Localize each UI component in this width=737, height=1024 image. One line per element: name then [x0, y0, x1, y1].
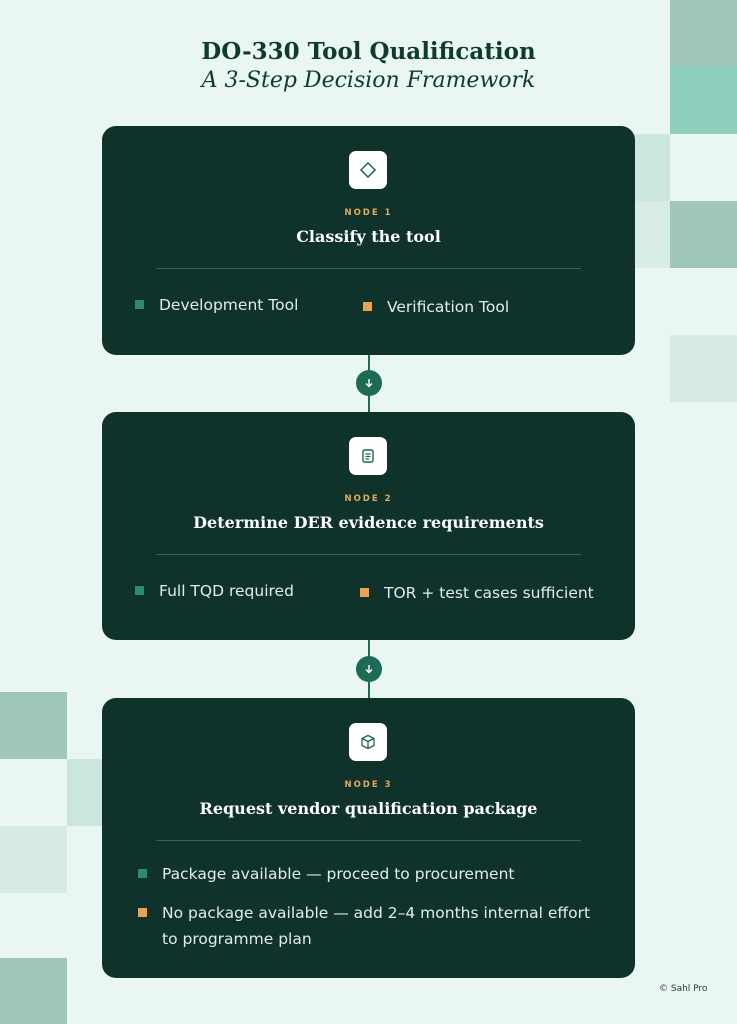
node-heading: Classify the tool — [296, 227, 441, 246]
orange-square-icon — [138, 908, 147, 917]
arrow-down-icon — [356, 656, 382, 682]
option-development-tool: Development Tool — [135, 292, 298, 318]
option-label: Package available — proceed to procureme… — [162, 865, 515, 883]
option-label: Verification Tool — [387, 298, 510, 316]
node-heading: Determine DER evidence requirements — [193, 513, 544, 532]
node-1-card: NODE 1 Classify the tool Development Too… — [102, 126, 635, 355]
diamond-icon — [349, 151, 387, 189]
option-no-package: No package available — add 2–4 months in… — [138, 900, 590, 952]
green-square-icon — [135, 586, 144, 595]
document-icon — [349, 437, 387, 475]
decor-square — [670, 0, 737, 67]
decor-square — [670, 67, 737, 134]
option-label: Full TQD required — [159, 582, 294, 600]
option-verification-tool: Verification Tool — [363, 294, 509, 320]
option-package-available: Package available — proceed to procureme… — [138, 861, 515, 887]
divider — [156, 268, 581, 269]
decor-square — [0, 958, 67, 1024]
option-label-continued: to programme plan — [162, 930, 312, 948]
page-title: DO-330 Tool Qualification — [201, 38, 536, 65]
green-square-icon — [135, 300, 144, 309]
option-label: No package available — add 2–4 months in… — [162, 904, 591, 922]
orange-square-icon — [360, 588, 369, 597]
arrow-down-icon — [356, 370, 382, 396]
divider — [156, 554, 581, 555]
decor-square — [0, 692, 67, 759]
decor-square — [670, 335, 737, 402]
page-subtitle: A 3-Step Decision Framework — [201, 68, 536, 93]
green-square-icon — [138, 869, 147, 878]
orange-square-icon — [363, 302, 372, 311]
decor-square — [670, 201, 737, 268]
option-tor-test-cases: TOR + test cases sufficient — [360, 580, 594, 606]
option-label: Development Tool — [159, 296, 299, 314]
node-heading: Request vendor qualification package — [199, 799, 538, 818]
decor-square — [0, 826, 67, 893]
divider — [156, 840, 581, 841]
copyright: © Sahl Pro — [659, 984, 708, 994]
option-label: TOR + test cases sufficient — [384, 584, 594, 602]
option-full-tqd: Full TQD required — [135, 578, 294, 604]
node-kicker: NODE 1 — [344, 208, 393, 218]
node-kicker: NODE 3 — [344, 780, 393, 790]
node-2-card: NODE 2 Determine DER evidence requiremen… — [102, 412, 635, 640]
box-icon — [349, 723, 387, 761]
node-kicker: NODE 2 — [344, 494, 393, 504]
node-3-card: NODE 3 Request vendor qualification pack… — [102, 698, 635, 978]
